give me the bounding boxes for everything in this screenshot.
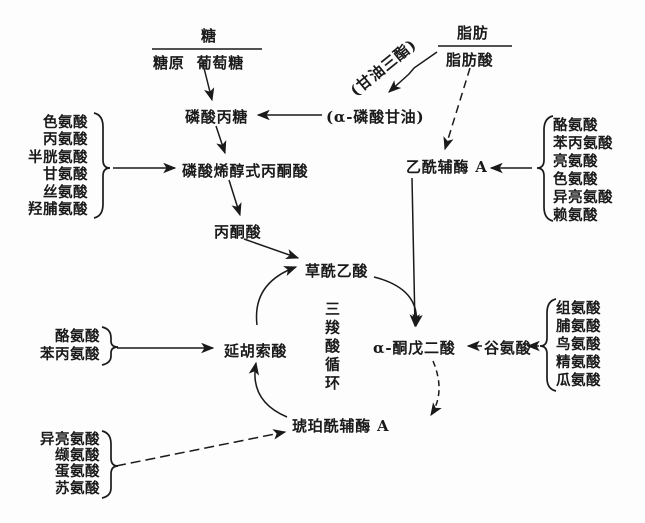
amino-item: 甘氨酸: [43, 166, 88, 184]
arrow-acetylcoa-to-cycle: [409, 177, 421, 328]
amino-item: 瓜氨酸: [556, 372, 601, 389]
cycle-arc-fumarate-to-oxaloacetate: [255, 266, 298, 326]
amino-item: 羟脯氨酸: [28, 201, 88, 219]
node-fatty-acid: 脂肪酸: [446, 51, 494, 69]
amino-item: 丝氨酸: [43, 183, 88, 201]
amino-item: 亮氨酸: [553, 153, 598, 170]
node-triose-phosphate: 磷酸丙糖: [185, 108, 249, 126]
amino-item: 组氨酸: [556, 300, 601, 317]
amino-group-to-succinyl-coa: 异亮氨酸 缬氨酸 蛋氨酸 苏氨酸: [20, 431, 100, 497]
node-glucose: 葡萄糖: [196, 54, 245, 72]
amino-item: 缬氨酸: [55, 447, 100, 465]
arrow-fat-to-phosphoglycerol: [388, 51, 438, 93]
node-alpha-ketoglutarate: α-酮戊二酸: [373, 339, 456, 357]
amino-group-to-pep: 色氨酸 丙氨酸 半胱氨酸 甘氨酸 丝氨酸 羟脯氨酸: [18, 114, 88, 218]
arrow-pyruvate-to-oxaloacetate: [243, 238, 300, 260]
brace-group-to-pep: [93, 112, 111, 219]
node-glycogen: 糖原: [153, 54, 185, 72]
amino-item: 鸟氨酸: [556, 336, 601, 353]
arrow-triose-to-pep: [215, 125, 227, 155]
amino-group-to-fumarate: 酪氨酸 苯丙氨酸: [20, 328, 100, 364]
cycle-arc-oxaloacetate-to-ketoglutarate: [373, 276, 423, 328]
amino-item: 异亮氨酸: [40, 431, 100, 448]
amino-item: 苯丙氨酸: [40, 346, 100, 363]
arrow-fattyacid-to-acetylcoa: [443, 67, 471, 151]
node-tca-cycle-label: 三羧酸循环: [323, 301, 341, 394]
amino-item: 异亮氨酸: [553, 189, 613, 206]
amino-item: 丙氨酸: [43, 131, 88, 149]
brace-group-to-fumarate: [101, 326, 119, 366]
amino-item: 酪氨酸: [553, 117, 598, 134]
brace-group-to-succinylcoa: [101, 430, 119, 499]
node-sugar: 糖: [201, 27, 217, 45]
cycle-arc-succinylcoa-to-fumarate: [248, 361, 288, 418]
node-fat: 脂肪: [457, 24, 489, 42]
arrow-pep-to-pyruvate: [228, 179, 242, 217]
node-phosphoenolpyruvate: 磷酸烯醇式丙酮酸: [182, 162, 309, 180]
amino-item: 色氨酸: [553, 171, 598, 188]
node-pyruvate: 丙酮酸: [214, 223, 262, 241]
arrow-group-to-succinylcoa: [115, 429, 287, 467]
node-succinyl-coa: 琥珀酰辅酶 A: [292, 417, 390, 435]
sugar-denominator: 糖原 葡萄糖: [153, 52, 244, 73]
amino-item: 精氨酸: [556, 354, 601, 371]
arrow-glucose-to-triose: [203, 67, 215, 102]
amino-item: 脯氨酸: [556, 318, 601, 335]
node-alpha-phosphoglycerol: (α-磷酸甘油): [326, 108, 425, 126]
cycle-arc-ketoglutarate-to-succinylcoa: [430, 360, 442, 417]
brace-group-to-acetylcoa: [536, 115, 554, 222]
amino-item: 蛋氨酸: [55, 463, 100, 481]
node-fumarate: 延胡索酸: [224, 342, 288, 360]
amino-item: 半胱氨酸: [28, 148, 88, 166]
node-acetyl-coa: 乙酰辅酶 A: [406, 158, 488, 176]
amino-item: 苏氨酸: [55, 479, 100, 497]
amino-group-to-acetyl-coa: 酪氨酸 苯丙氨酸 亮氨酸 色氨酸 异亮氨酸 赖氨酸: [553, 117, 613, 225]
brace-group-to-glutamate: [539, 298, 557, 392]
amino-item: 赖氨酸: [553, 207, 598, 224]
amino-item: 苯丙氨酸: [553, 135, 613, 152]
node-glutamate: 谷氨酸: [484, 339, 532, 357]
amino-item: 色氨酸: [43, 114, 88, 131]
node-oxaloacetate: 草酰乙酸: [305, 262, 369, 280]
amino-item: 酪氨酸: [55, 328, 100, 345]
amino-group-to-glutamate: 组氨酸 脯氨酸 鸟氨酸 精氨酸 瓜氨酸: [556, 300, 601, 390]
